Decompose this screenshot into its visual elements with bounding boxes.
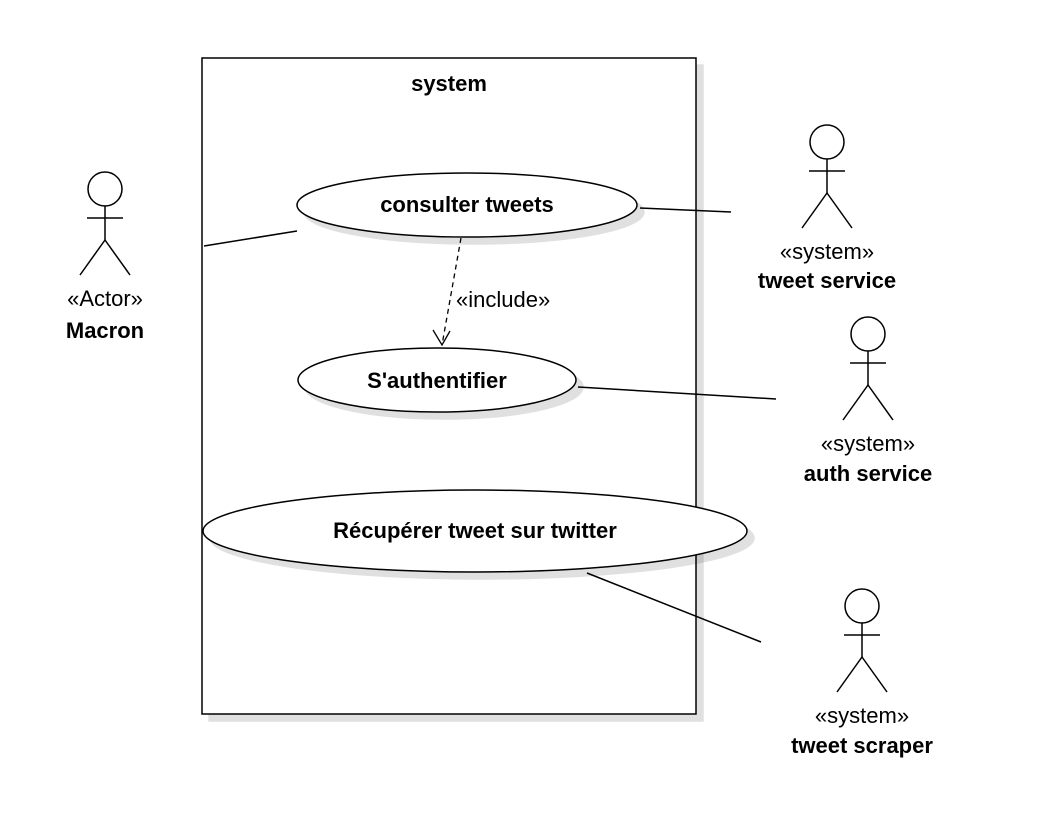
association-consulter-tweet-service[interactable]: [639, 207, 732, 213]
use-case-label: S'authentifier: [367, 368, 507, 393]
actor-macron[interactable]: «Actor» Macron: [66, 171, 144, 343]
use-case-label: consulter tweets: [380, 192, 554, 217]
actor-stereotype: «system»: [821, 431, 915, 456]
stick-figure-icon: [836, 588, 888, 693]
actor-name: Macron: [66, 318, 144, 343]
actor-stereotype: «system»: [815, 703, 909, 728]
use-case-authentifier[interactable]: S'authentifier: [297, 347, 577, 413]
stick-figure-icon: [79, 171, 131, 276]
actor-tweet-service[interactable]: «system» tweet service: [758, 124, 896, 293]
actor-tweet-scraper[interactable]: «system» tweet scraper: [791, 588, 933, 758]
stick-figure-icon: [842, 316, 894, 421]
include-label: «include»: [456, 287, 550, 312]
association-macron-consulter[interactable]: [203, 230, 298, 247]
include-dependency[interactable]: «include»: [432, 237, 550, 347]
association-recuperer-tweet-scraper[interactable]: [586, 572, 762, 643]
actor-name: tweet scraper: [791, 733, 933, 758]
actor-name: tweet service: [758, 268, 896, 293]
use-case-recuperer-tweet[interactable]: Récupérer tweet sur twitter: [202, 489, 748, 573]
system-title: system: [411, 71, 487, 96]
use-case-consulter-tweets[interactable]: consulter tweets: [296, 172, 638, 238]
actor-stereotype: «system»: [780, 239, 874, 264]
association-auth-auth-service[interactable]: [577, 386, 777, 400]
stick-figure-icon: [801, 124, 853, 229]
actor-stereotype: «Actor»: [67, 286, 143, 311]
actor-name: auth service: [804, 461, 932, 486]
use-case-label: Récupérer tweet sur twitter: [333, 518, 617, 543]
actor-auth-service[interactable]: «system» auth service: [804, 316, 932, 486]
